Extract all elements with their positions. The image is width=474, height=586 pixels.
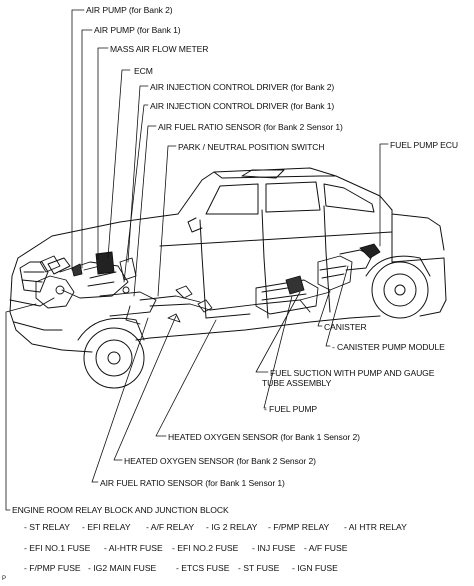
fuse-item: - EFI NO.1 FUSE — [24, 543, 91, 553]
label-canister-pump-module: - CANISTER PUMP MODULE — [332, 342, 445, 352]
fuse-item: - ST FUSE — [238, 563, 280, 573]
label-mass-air-flow-meter: MASS AIR FLOW METER — [110, 44, 209, 54]
label-aicd-bank2: AIR INJECTION CONTROL DRIVER (for Bank 2… — [150, 82, 335, 92]
label-ecm: ECM — [134, 66, 153, 76]
fuse-item: - ETCS FUSE — [176, 563, 230, 573]
label-afr-bank2-sensor1: AIR FUEL RATIO SENSOR (for Bank 2 Sensor… — [158, 122, 343, 132]
relay-item: - AI HTR RELAY — [344, 522, 407, 532]
fuse-item: - AI-HTR FUSE — [104, 543, 163, 553]
label-fuel-pump: - FUEL PUMP — [264, 404, 318, 414]
relay-item: - A/F RELAY — [146, 522, 195, 532]
fuse-item: - INJ FUSE — [252, 543, 296, 553]
label-fuel-pump-ecu: FUEL PUMP ECU — [390, 140, 458, 150]
label-park-neutral-switch: PARK / NEUTRAL POSITION SWITCH — [178, 142, 325, 152]
label-ho2-bank1-sensor2: HEATED OXYGEN SENSOR (for Bank 1 Sensor … — [168, 432, 360, 442]
label-fuel-suction-line2: TUBE ASSEMBLY — [262, 378, 332, 388]
relay-item: - F/PMP RELAY — [268, 522, 330, 532]
label-air-pump-bank1: AIR PUMP (for Bank 1) — [94, 25, 181, 35]
fuse-item: - F/PMP FUSE — [24, 563, 81, 573]
fuse-item: - A/F FUSE — [304, 543, 348, 553]
label-fuel-suction-line1: FUEL SUCTION WITH PUMP AND GAUGE — [270, 368, 435, 378]
corner-mark: P — [2, 576, 7, 582]
relay-item: - IG 2 RELAY — [206, 522, 258, 532]
fuse-item: - IG2 MAIN FUSE — [88, 563, 157, 573]
label-canister: CANISTER — [324, 322, 367, 332]
leader-lines — [5, 9, 389, 511]
fuse-item: - EFI NO.2 FUSE — [172, 543, 239, 553]
label-aicd-bank1: AIR INJECTION CONTROL DRIVER (for Bank 1… — [150, 101, 335, 111]
label-air-pump-bank2: AIR PUMP (for Bank 2) — [86, 5, 173, 15]
engine-bay-components — [35, 251, 213, 325]
fuel-system-components — [205, 243, 381, 319]
label-afr-bank1-sensor1: AIR FUEL RATIO SENSOR (for Bank 1 Sensor… — [100, 478, 285, 488]
relay-item: - ST RELAY — [24, 522, 71, 532]
fuse-item: - IGN FUSE — [292, 563, 338, 573]
label-relay-block: ENGINE ROOM RELAY BLOCK AND JUNCTION BLO… — [12, 505, 229, 515]
truck-outline — [9, 167, 447, 389]
relay-item: - EFI RELAY — [82, 522, 131, 532]
label-ho2-bank2-sensor2: HEATED OXYGEN SENSOR (for Bank 2 Sensor … — [124, 456, 316, 466]
